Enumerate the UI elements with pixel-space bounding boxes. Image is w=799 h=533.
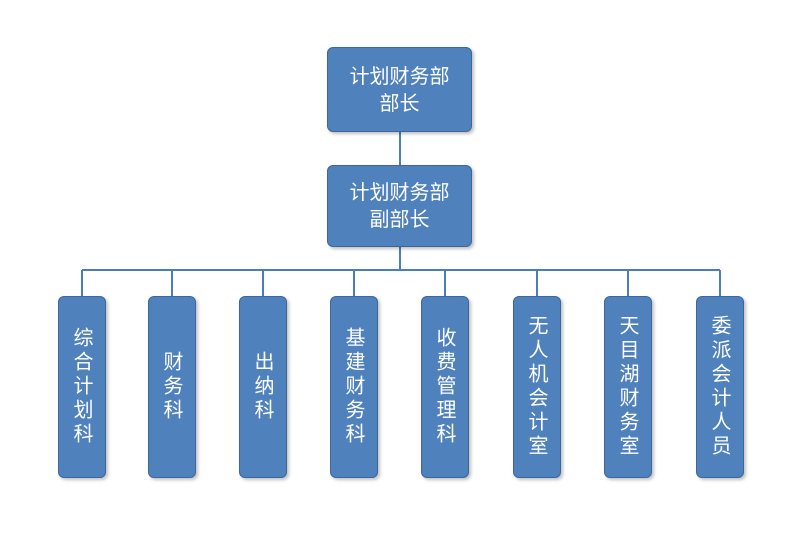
dept-box-infrastructure-finance: 基建财务科 <box>330 296 378 478</box>
dept-box-drone-accounting: 无人机会计室 <box>513 296 561 478</box>
director-box: 计划财务部 部长 <box>327 47 472 132</box>
dept-label: 基建财务科 <box>342 327 366 447</box>
deputy-director-box: 计划财务部 副部长 <box>327 165 472 247</box>
dept-box-finance: 财务科 <box>148 296 196 478</box>
dept-label: 财务科 <box>160 351 184 423</box>
dept-label: 无人机会计室 <box>525 315 549 459</box>
dept-label: 天目湖财务室 <box>616 315 640 459</box>
director-label: 计划财务部 部长 <box>349 63 450 115</box>
dept-label: 委派会计人员 <box>708 315 732 459</box>
dept-label: 综合计划科 <box>70 327 94 447</box>
dept-box-tianmuhu-finance: 天目湖财务室 <box>604 296 652 478</box>
dept-box-comprehensive-planning: 综合计划科 <box>58 296 106 478</box>
dept-box-toll-management: 收费管理科 <box>421 296 469 478</box>
dept-label: 收费管理科 <box>433 327 457 447</box>
dept-label: 出纳科 <box>251 351 275 423</box>
deputy-director-label: 计划财务部 副部长 <box>349 180 450 231</box>
dept-box-cashier: 出纳科 <box>239 296 287 478</box>
dept-box-dispatched-accountants: 委派会计人员 <box>696 296 744 478</box>
